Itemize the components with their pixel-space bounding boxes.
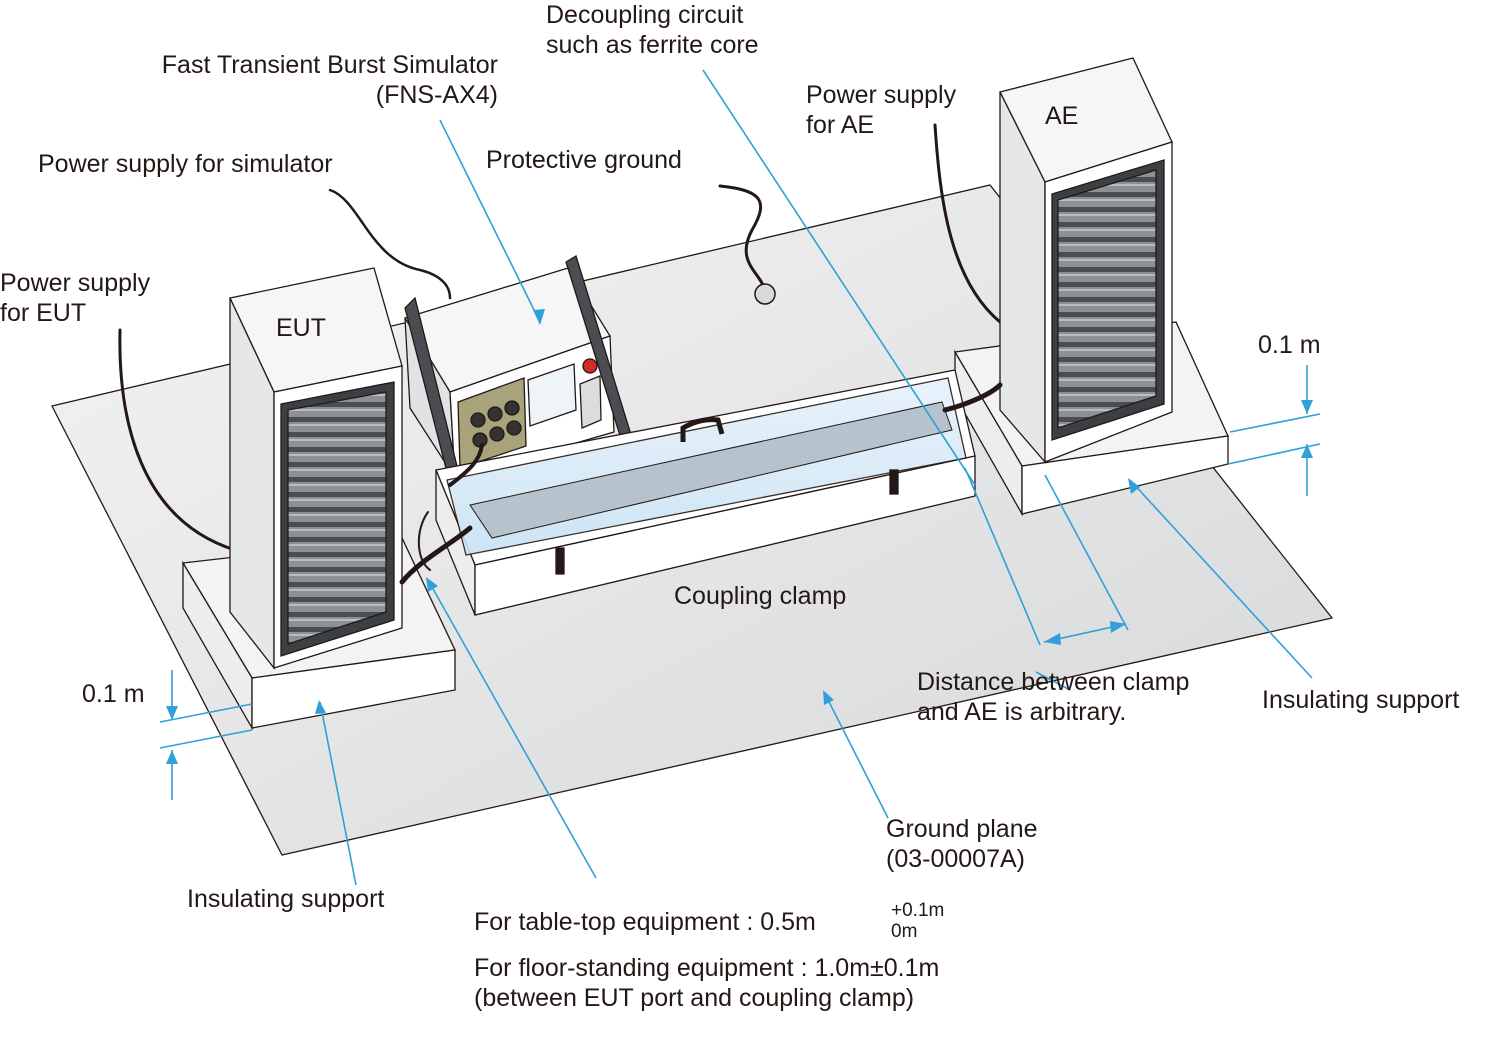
protective-ground-label: Protective ground: [486, 146, 682, 174]
tabletop-tolerance-minus: 0m: [891, 921, 918, 942]
clamp-ae-extension-2: [1044, 474, 1129, 631]
leader-lines: [159, 69, 1321, 886]
ae-cabinet: [999, 57, 1173, 464]
coupling-clamp: [435, 369, 976, 616]
decoupling-leader: [702, 69, 976, 486]
ground-terminal-icon: [754, 283, 776, 305]
insulating-support-right-label: Insulating support: [1262, 686, 1460, 714]
clamp-ae-extension-1: [964, 467, 1041, 646]
floor-standing-spec: For floor-standing equipment : 1.0m±0.1m…: [474, 954, 940, 1012]
distance-leader: [1035, 671, 1071, 691]
height-left-label: 0.1 m: [82, 680, 145, 708]
ae-power-cable: [933, 123, 1002, 324]
simulator-leader: [439, 119, 541, 323]
ground-plane-leader: [824, 693, 889, 819]
eut-cabinet: [229, 267, 403, 670]
fns-ax4-simulator: [404, 255, 633, 486]
right-height-line-top: [1229, 413, 1321, 433]
insulating-support-left-label: Insulating support: [187, 885, 385, 913]
height-right-label: 0.1 m: [1258, 331, 1321, 359]
ae-label: AE: [1045, 102, 1078, 130]
left-height-line-bottom: [159, 729, 253, 749]
eut-power-cable: [118, 328, 237, 552]
right-height-line-bottom: [1227, 443, 1321, 465]
eut-clamp-distance-leader: [427, 579, 597, 879]
right-insulating-leader: [1129, 479, 1313, 679]
left-insulating-leader: [319, 701, 357, 886]
left-height-line-top: [159, 703, 253, 723]
ground-plane-label: Ground plane(03-00007A): [886, 815, 1038, 873]
leader-arrowheads: [166, 309, 1313, 764]
simulator-power-cable: [328, 188, 452, 300]
power-supply-simulator-label: Power supply for simulator: [38, 150, 333, 178]
simulator-label: Fast Transient Burst Simulator(FNS-AX4): [161, 51, 498, 109]
tabletop-spec: For table-top equipment : 0.5m: [474, 908, 816, 936]
cables: [118, 123, 1002, 552]
protective-ground-cable: [718, 184, 767, 292]
coupling-clamp-label: Coupling clamp: [674, 582, 847, 610]
clamp-cables: [399, 382, 1003, 585]
tabletop-tolerance-plus: +0.1m: [891, 900, 945, 921]
eut-label: EUT: [276, 314, 326, 342]
